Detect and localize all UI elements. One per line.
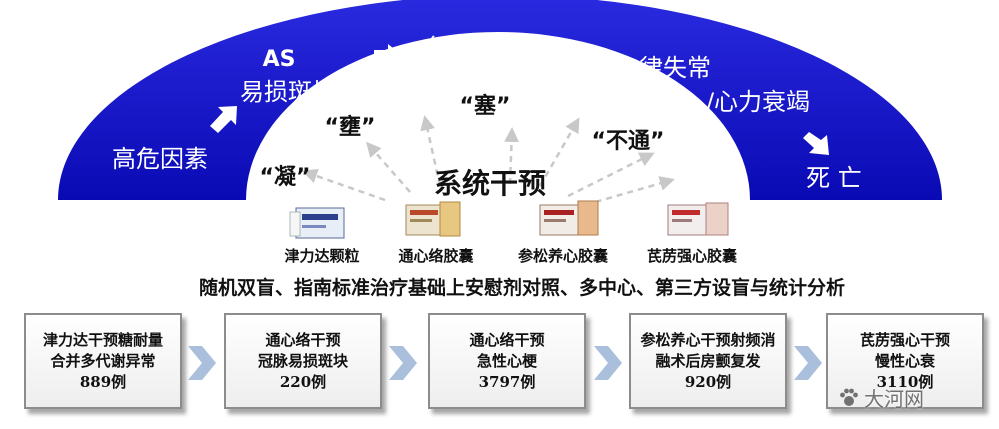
product-qiliqiang: 芪苈强心胶囊 <box>647 247 738 265</box>
method-subtitle: 随机双盲、指南标准治疗基础上安慰剂对照、多中心、第三方设盲与统计分析 <box>199 276 845 299</box>
package-icon <box>405 201 461 237</box>
stage-heart-failure: /心力衰竭 <box>706 88 810 116</box>
trial-line: 通心络干预 <box>469 330 545 349</box>
trial-count: 3110例 <box>876 372 934 391</box>
trial-line: 融术后房颤复发 <box>655 351 761 370</box>
trial-box-tongxinluo-plaque: 通心络干预 冠脉易损斑块 220例 <box>224 313 382 409</box>
watermark: 大河网 <box>838 383 924 412</box>
label-ning: “凝” <box>260 164 311 190</box>
trial-line: 急性心梗 <box>476 351 537 370</box>
label-sai: “塞” <box>460 93 511 119</box>
trial-line: 津力达干预糖耐量 <box>42 330 163 349</box>
trial-count: 889例 <box>79 372 127 391</box>
trial-box-tongxinluo-mi: 通心络干预 急性心梗 3797例 <box>428 313 586 409</box>
package-icon <box>539 200 599 236</box>
trial-box-jinlida: 津力达干预糖耐量 合并多代谢异常 889例 <box>24 313 182 409</box>
label-butong: “不通” <box>592 129 665 154</box>
blue-arch-band <box>58 0 942 200</box>
center-title: 系统干预 <box>434 167 546 200</box>
stage-as: AS <box>263 47 296 72</box>
trial-line: 通心络干预 <box>265 330 341 349</box>
stage-acute-mi: 急性心梗 <box>425 34 521 62</box>
trial-line: 合并多代谢异常 <box>50 351 156 370</box>
product-shensong: 参松养心胶囊 <box>518 247 609 265</box>
package-icon <box>289 207 345 239</box>
trial-line: 冠脉易损斑块 <box>257 351 348 370</box>
trial-line: 芪苈强心干预 <box>859 330 950 349</box>
chevron-right-icon <box>389 346 417 380</box>
paw-icon <box>840 388 858 406</box>
chevron-right-icon <box>594 346 622 380</box>
stage-death: 死 亡 <box>806 164 862 192</box>
arrow-right-icon <box>374 44 400 64</box>
arrow-up-icon <box>210 106 237 133</box>
stage-risk-factors: 高危因素 <box>112 145 208 173</box>
watermark-text: 大河网 <box>864 387 924 411</box>
intervention-rays <box>302 115 675 207</box>
label-yong: “壅” <box>325 114 376 140</box>
arrow-right-icon <box>559 46 588 65</box>
package-icon <box>667 202 729 236</box>
product-jinlida: 津力达颗粒 <box>284 247 359 265</box>
trial-count: 220例 <box>279 372 327 391</box>
trial-count: 920例 <box>684 372 732 391</box>
chevron-right-icon <box>794 346 822 380</box>
trial-line: 参松养心干预射频消 <box>640 330 776 349</box>
trial-count: 3797例 <box>478 372 536 391</box>
trial-box-shensong: 参松养心干预射频消 融术后房颤复发 920例 <box>629 313 787 409</box>
stage-vulnerable-plaque: 易损斑块 <box>240 78 336 106</box>
product-tongxinluo: 通心络胶囊 <box>398 247 474 265</box>
arrow-down-icon <box>803 132 829 155</box>
trial-line: 慢性心衰 <box>874 351 935 370</box>
trial-box-qiliqiang: 芪苈强心干预 慢性心衰 3110例 <box>826 313 984 409</box>
chevron-right-icon <box>188 346 216 380</box>
stage-arrhythmia: 心律失常 <box>615 54 711 82</box>
